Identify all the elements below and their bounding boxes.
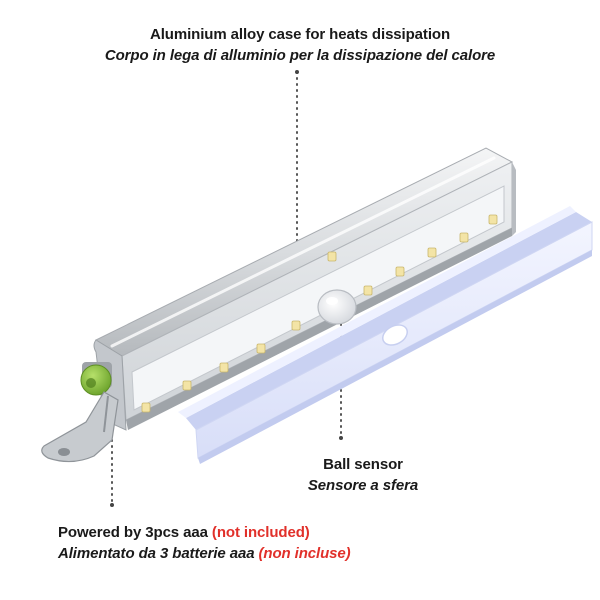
led-row (141, 214, 498, 413)
power-caption-italian: Alimentato da 3 batterie aaa (non inclus… (58, 543, 351, 564)
power-caption-italian-note: (non incluse) (258, 545, 351, 562)
power-caption-english-main: Powered by 3pcs aaa (58, 524, 212, 541)
power-caption-english-note: (not included) (211, 524, 310, 541)
led-light (291, 320, 301, 331)
power-switch (80, 362, 112, 396)
led-light (459, 232, 469, 243)
case-caption-english: Aluminium alloy case for heats dissipati… (149, 26, 451, 43)
case-caption: Aluminium alloy case for heats dissipati… (0, 24, 600, 66)
power-caption: Powered by 3pcs aaa (not included) Alime… (58, 522, 351, 564)
diffuser-cover (178, 206, 593, 464)
ball-sensor (317, 289, 357, 325)
sensor-caption-italian: Sensore a sfera (307, 477, 419, 494)
power-caption-english: Powered by 3pcs aaa (not included) (58, 522, 351, 543)
led-light (182, 380, 192, 391)
sensor-caption: Ball sensor Sensore a sfera (283, 454, 443, 496)
led-light (219, 362, 229, 373)
led-light (488, 214, 498, 225)
led-light (256, 343, 266, 354)
led-light (395, 266, 405, 277)
cover-sensor-hole (382, 324, 408, 346)
led-light (327, 251, 337, 262)
led-light (427, 247, 437, 258)
case-caption-italian: Corpo in lega di alluminio per la dissip… (104, 47, 496, 64)
mounting-bracket (41, 391, 119, 463)
sensor-caption-english: Ball sensor (323, 456, 403, 473)
power-caption-italian-main: Alimentato da 3 batterie aaa (58, 545, 259, 562)
led-light (141, 402, 151, 413)
led-light (363, 285, 373, 296)
aluminium-case (93, 147, 516, 431)
